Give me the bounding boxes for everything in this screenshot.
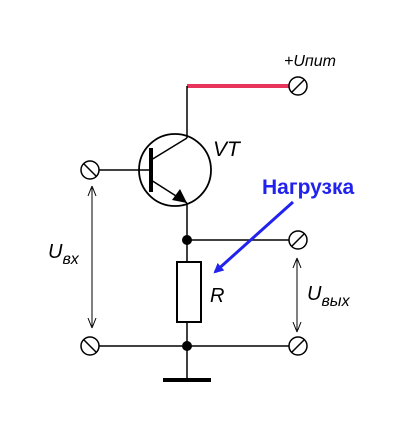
junction-dot-bottom: [182, 341, 192, 351]
resistor-r: [176, 261, 202, 323]
input-voltage-arrow: [87, 185, 97, 329]
transistor-label: VT: [213, 138, 242, 161]
junction-dot-top: [182, 235, 192, 245]
input-voltage-label: Uвх: [48, 241, 80, 268]
terminal-input: [80, 160, 100, 180]
output-voltage-arrow: [292, 257, 302, 333]
terminal-input-common: [80, 336, 100, 356]
emitter-arrow: [172, 189, 187, 203]
load-annotation: Нагрузка: [262, 176, 354, 199]
terminal-output-upper: [288, 230, 308, 250]
resistor-label: R: [210, 285, 224, 307]
supply-label: +Uпит: [284, 53, 336, 70]
terminal-output-common: [288, 336, 308, 356]
output-voltage-label: Uвых: [307, 283, 351, 310]
terminal-supply: [288, 76, 308, 96]
load-pointer-arrow: [213, 200, 295, 274]
